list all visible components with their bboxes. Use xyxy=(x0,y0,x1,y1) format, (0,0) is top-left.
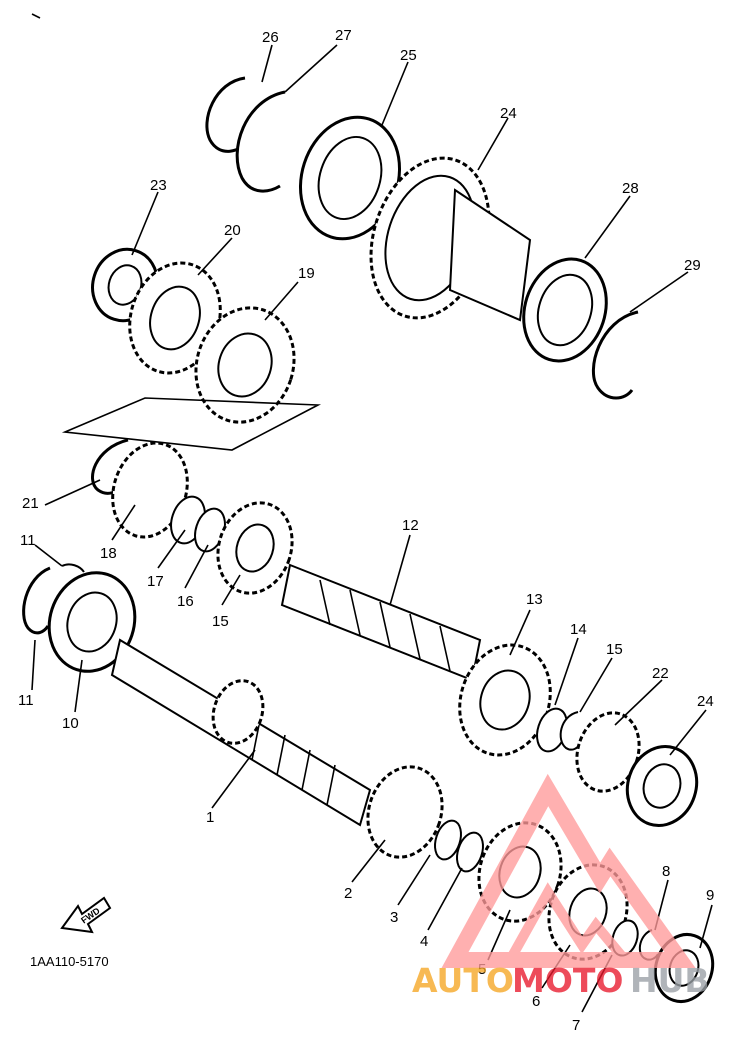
part-16-gear xyxy=(216,501,294,595)
callout-11-top: 11 xyxy=(20,532,36,549)
callout-19: 18 xyxy=(100,545,117,562)
callout-30: 28 xyxy=(622,180,639,197)
part-13-gear xyxy=(458,643,552,757)
callout-9: 9 xyxy=(706,887,714,904)
part-11-circlip-top xyxy=(61,563,85,573)
callout-20: 19 xyxy=(298,265,315,282)
callout-24: 23 xyxy=(150,177,167,194)
callout-31: 29 xyxy=(684,257,701,274)
diagram-code: 1AA110-5170 xyxy=(30,954,109,969)
watermark-text-hub: HUB xyxy=(630,961,710,1000)
part-27-bearing xyxy=(298,115,402,241)
callout-13: 13 xyxy=(526,591,543,608)
callout-5: 5 xyxy=(478,961,486,978)
part-29-circlip xyxy=(235,90,286,193)
callout-labels: 26 27 25 24 28 29 23 20 19 21 18 17 16 1… xyxy=(18,27,714,1034)
part-2-gear xyxy=(366,765,444,859)
callout-25: 24 xyxy=(697,693,714,710)
callout-6: 6 xyxy=(532,993,540,1010)
callout-11-bottom: 11 xyxy=(18,692,34,709)
leader-lines xyxy=(31,44,713,1013)
part-30-bearing xyxy=(522,257,608,363)
callout-16: 15 xyxy=(212,613,229,630)
part-31-circlip xyxy=(592,310,639,400)
part-26-gear xyxy=(369,156,532,322)
callout-28: 26 xyxy=(262,29,279,46)
callout-7: 7 xyxy=(572,1017,580,1034)
callout-26: 24 xyxy=(500,105,517,122)
callout-21: 20 xyxy=(224,222,241,239)
callout-29: 27 xyxy=(335,27,352,44)
part-1-gear xyxy=(211,679,265,745)
callout-3: 3 xyxy=(390,909,398,926)
group-bracket xyxy=(61,397,322,451)
callout-4: 4 xyxy=(420,933,428,950)
part-4-circlip xyxy=(456,831,484,873)
watermark-logo: AUTO MOTO HUB xyxy=(412,773,710,1000)
callout-15: 15 xyxy=(606,641,623,658)
corner-mark xyxy=(31,13,41,19)
part-11-circlip-left xyxy=(22,566,51,635)
callout-18: 17 xyxy=(147,573,164,590)
part-25-bearing xyxy=(625,745,699,827)
callout-8: 8 xyxy=(662,863,670,880)
callout-12: 12 xyxy=(402,517,419,534)
callout-2: 2 xyxy=(344,885,352,902)
part-12-shaft xyxy=(280,563,482,682)
callout-10: 10 xyxy=(62,715,79,732)
part-10-bearing xyxy=(47,571,137,673)
callout-22: 21 xyxy=(22,495,39,512)
watermark-text-auto: AUTO xyxy=(412,961,514,1000)
fwd-arrow-icon: FWD xyxy=(60,896,112,934)
watermark-triangle-icon xyxy=(441,773,696,968)
callout-23: 22 xyxy=(652,665,669,682)
part-20-gear xyxy=(194,306,296,424)
callout-1: 1 xyxy=(206,809,214,826)
watermark-text-moto: MOTO xyxy=(512,961,623,1000)
callout-14: 14 xyxy=(570,621,587,638)
callout-27: 25 xyxy=(400,47,417,64)
callout-17: 16 xyxy=(177,593,194,610)
